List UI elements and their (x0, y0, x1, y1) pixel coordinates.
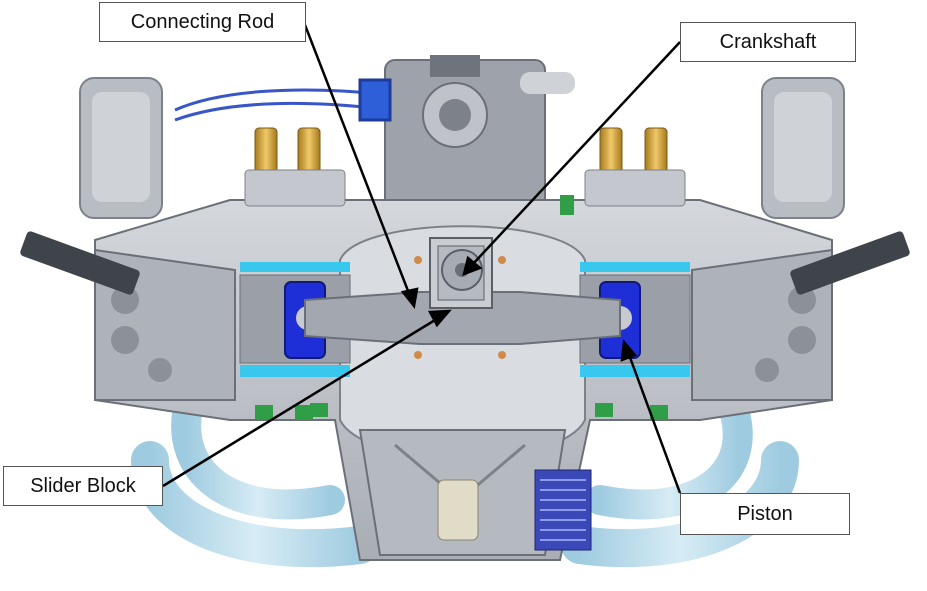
label-connecting-rod: Connecting Rod (99, 2, 306, 42)
bearing-bolts (414, 256, 506, 359)
air-intake-right (761, 77, 845, 219)
label-piston: Piston (680, 493, 850, 535)
leader-lines (162, 24, 682, 494)
label-slider-block: Slider Block (3, 466, 163, 506)
wiring-harness (174, 78, 392, 122)
label-crankshaft: Crankshaft (680, 22, 856, 62)
oil-cooler (534, 469, 592, 551)
green-connectors (255, 195, 668, 419)
rail-blocks (244, 169, 686, 207)
air-intake-left (79, 77, 163, 219)
fuel-injectors (20, 231, 910, 295)
throttle-body (384, 55, 575, 211)
brass-fittings (254, 127, 668, 174)
